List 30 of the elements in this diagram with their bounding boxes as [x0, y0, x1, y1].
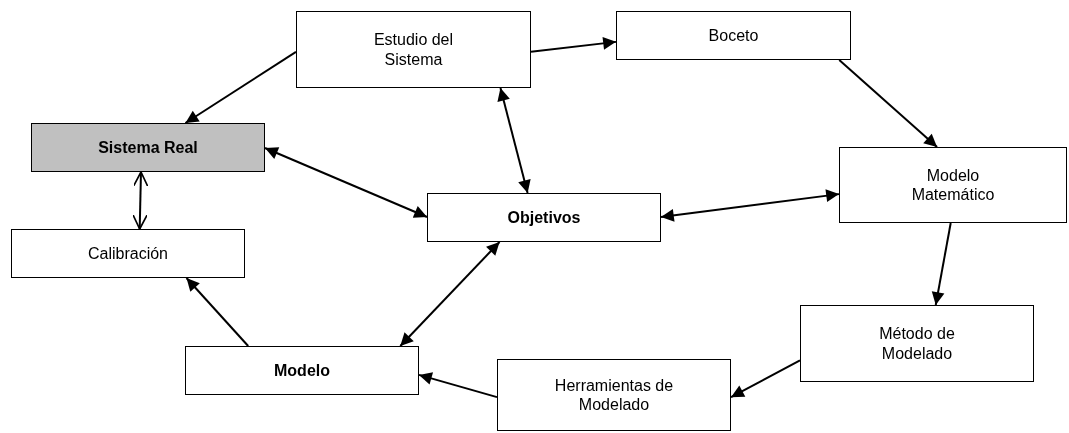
box-label: Estudio del Sistema — [372, 30, 455, 69]
process-box — [800, 305, 1034, 382]
process-box — [616, 11, 851, 60]
process-box — [839, 147, 1067, 223]
box-label: Modelo — [274, 360, 330, 381]
arrow — [185, 277, 250, 347]
arrow — [399, 241, 501, 347]
arrow — [838, 59, 939, 148]
arrow — [931, 222, 952, 306]
box-label: Modelo Matemático — [910, 165, 996, 205]
box-label: Método de Modelado — [878, 324, 956, 363]
box-label: Objetivos — [507, 207, 581, 228]
arrow — [264, 147, 428, 218]
process-box — [497, 359, 731, 431]
process-box — [11, 229, 245, 278]
process-box — [427, 193, 661, 242]
box-label: Calibración — [87, 243, 168, 264]
arrow — [530, 36, 617, 53]
arrow — [418, 372, 498, 399]
box-label: Herramientas de Modelado — [553, 375, 675, 415]
arrow — [660, 189, 840, 222]
process-box — [31, 123, 265, 172]
process-box — [296, 11, 531, 88]
box-label: Boceto — [708, 25, 759, 46]
arrow — [497, 87, 531, 194]
process-box — [185, 346, 419, 395]
arrow — [184, 50, 297, 124]
box-label: Sistema Real — [98, 137, 198, 158]
arrow — [730, 359, 801, 399]
arrow — [132, 171, 149, 230]
